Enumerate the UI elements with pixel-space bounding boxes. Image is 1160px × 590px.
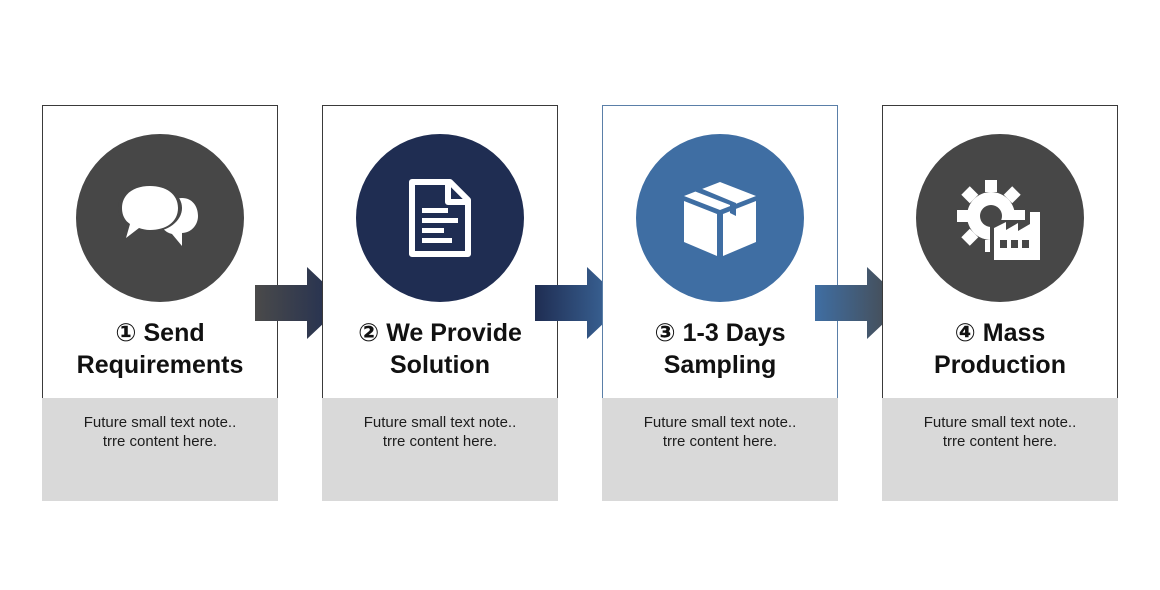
step-note-line1: Future small text note.. — [83, 414, 237, 431]
step-card-mass-production: ④ Mass Production Future small text note… — [882, 105, 1118, 501]
step-note-line2: trre content here. — [942, 433, 1058, 450]
step-title-line2: Sampling — [663, 351, 777, 379]
box-icon — [684, 182, 756, 256]
speech-bubbles-icon — [118, 184, 198, 246]
step-title-line2: Solution — [390, 351, 490, 379]
document-icon — [409, 179, 471, 257]
step-note-line2: trre content here. — [662, 433, 778, 450]
step-title-line2: Requirements — [76, 351, 244, 379]
gear-factory-icon — [957, 180, 1046, 260]
step-title: ① Send Requirements — [43, 317, 277, 381]
step-title: ③ 1-3 Days Sampling — [603, 317, 837, 381]
step-note: Future small text note.. trre content he… — [42, 398, 278, 501]
card-top: ① Send Requirements — [43, 106, 277, 398]
step-note: Future small text note.. trre content he… — [882, 398, 1118, 501]
step-title-line1: ① Send — [115, 319, 205, 347]
card-top: ③ 1-3 Days Sampling — [603, 106, 837, 398]
step-note-line1: Future small text note.. — [363, 414, 517, 431]
step-card-we-provide-solution: ② We Provide Solution Future small text … — [322, 105, 558, 501]
card-top: ④ Mass Production — [883, 106, 1117, 398]
card-top: ② We Provide Solution — [323, 106, 557, 398]
step-card-send-requirements: ① Send Requirements Future small text no… — [42, 105, 278, 501]
step-title-line1: ③ 1-3 Days — [654, 319, 786, 347]
step-note-line2: trre content here. — [102, 433, 218, 450]
step-title: ② We Provide Solution — [323, 317, 557, 381]
icon-circle — [356, 134, 524, 302]
step-note-line2: trre content here. — [382, 433, 498, 450]
step-note-line1: Future small text note.. — [923, 414, 1077, 431]
step-card-sampling: ③ 1-3 Days Sampling Future small text no… — [602, 105, 838, 501]
step-title: ④ Mass Production — [883, 317, 1117, 381]
icon-circle — [636, 134, 804, 302]
icon-circle — [76, 134, 244, 302]
step-note: Future small text note.. trre content he… — [602, 398, 838, 501]
step-note: Future small text note.. trre content he… — [322, 398, 558, 501]
icon-circle — [916, 134, 1084, 302]
step-title-line1: ④ Mass — [954, 319, 1046, 347]
step-note-line1: Future small text note.. — [643, 414, 797, 431]
step-title-line2: Production — [934, 351, 1066, 379]
step-title-line1: ② We Provide — [358, 319, 522, 347]
